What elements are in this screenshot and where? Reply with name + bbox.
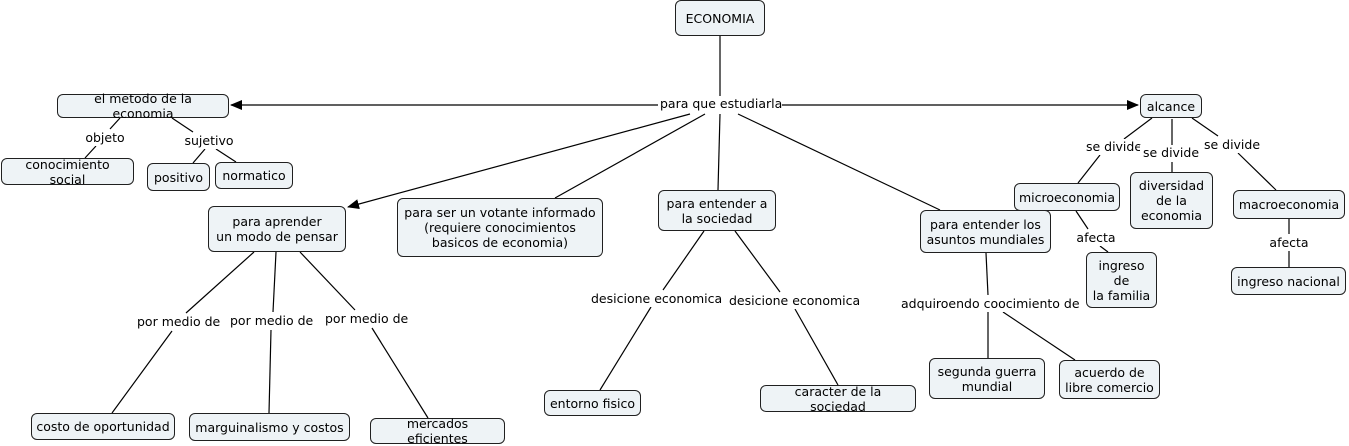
link-por-medio-costo[interactable]: por medio de (135, 314, 221, 330)
node-microeconomia[interactable]: microeconomia (1014, 183, 1120, 211)
node-aprender-modo-pensar[interactable]: para aprender un modo de pensar (208, 206, 346, 252)
node-mercados-eficientes[interactable]: mercados eficientes (370, 416, 505, 446)
node-diversidad-economia[interactable]: diversidad de la economia (1130, 172, 1213, 229)
node-acuerdo-libre-comercio[interactable]: acuerdo de libre comercio (1059, 360, 1160, 399)
link-sujetivo[interactable]: sujetivo (181, 133, 237, 149)
node-entorno-fisico[interactable]: entorno fisico (544, 390, 641, 416)
node-economia[interactable]: ECONOMIA (675, 0, 765, 36)
link-se-divide-macro[interactable]: se divide (1201, 137, 1263, 153)
node-positivo[interactable]: positivo (147, 163, 210, 191)
link-adquiroendo-coocimiento[interactable]: adquiroendo coocimiento de (899, 296, 1080, 312)
node-macroeconomia[interactable]: macroeconomia (1233, 190, 1345, 219)
link-afecta-micro[interactable]: afecta (1073, 230, 1119, 246)
node-ingreso-familia[interactable]: ingreso de la familia (1086, 252, 1157, 308)
link-para-que-estudiarla[interactable]: para que estudiarla (658, 96, 783, 112)
node-marginalismo-costos[interactable]: marguinalismo y costos (189, 413, 350, 441)
node-entender-sociedad[interactable]: para entender a la sociedad (658, 190, 776, 231)
link-objeto[interactable]: objeto (82, 130, 128, 146)
node-entender-asuntos-mundiales[interactable]: para entender los asuntos mundiales (920, 210, 1051, 253)
node-costo-oportunidad[interactable]: costo de oportunidad (31, 413, 175, 440)
link-desicione-caracter[interactable]: desicione economica (727, 293, 861, 309)
link-se-divide-diversidad[interactable]: se divide (1140, 145, 1202, 161)
link-por-medio-mercados[interactable]: por medio de (323, 311, 409, 327)
node-votante-informado[interactable]: para ser un votante informado (requiere … (397, 198, 603, 257)
link-desicione-entorno[interactable]: desicione economica (589, 291, 723, 307)
node-metodo-economia[interactable]: el metodo de la economia (57, 91, 229, 121)
node-conocimiento-social[interactable]: conocimiento social (1, 157, 134, 187)
link-afecta-macro[interactable]: afecta (1266, 235, 1312, 251)
node-caracter-sociedad[interactable]: caracter de la sociedad (760, 384, 916, 414)
node-segunda-guerra-mundial[interactable]: segunda guerra mundial (929, 358, 1045, 399)
node-ingreso-nacional[interactable]: ingreso nacional (1231, 267, 1346, 295)
link-por-medio-marginalismo[interactable]: por medio de (228, 313, 314, 329)
link-se-divide-micro[interactable]: se divide (1083, 139, 1145, 155)
node-alcance[interactable]: alcance (1140, 94, 1202, 118)
node-normatico[interactable]: normatico (215, 162, 293, 189)
